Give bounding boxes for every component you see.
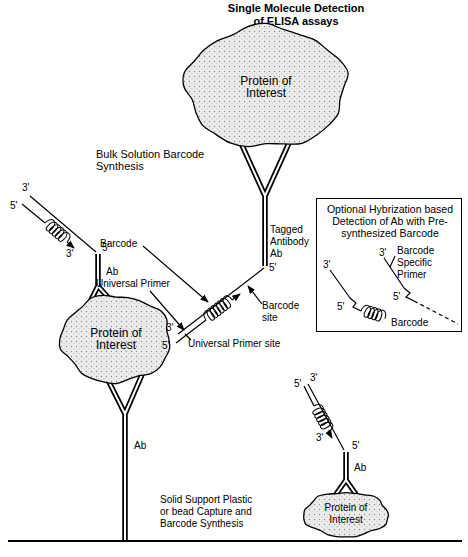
protein-outline [183, 23, 348, 146]
annotation-label: Tagged Antibody Ab [270, 224, 316, 260]
strand-end-label: 3' [316, 432, 330, 444]
protein-blob: Protein of Interest [298, 488, 394, 541]
strand-end-label: 3' [22, 182, 36, 194]
node-text: Protein of Interest [76, 327, 156, 351]
strand-end-label: 5' [162, 340, 176, 352]
solid-support-line [8, 540, 462, 542]
node-text: Optional Hybrization based Detection of … [321, 203, 459, 239]
antibody-outline [104, 370, 144, 540]
barcode-coil [201, 294, 235, 324]
antibody-inner [104, 370, 144, 540]
strand-end-label: 3' [310, 372, 324, 384]
strand-end-label: 3' [166, 322, 180, 334]
node-text: Protein of Interest [226, 75, 306, 99]
extension-arrow [67, 242, 74, 248]
section-label: Bulk Solution Barcode Synthesis [96, 148, 214, 172]
annotation-label: Universal Primer [96, 278, 186, 290]
node-text: 3' [323, 259, 337, 271]
node-text: 5' [393, 291, 407, 303]
protein-blob: Protein of Interest [55, 290, 177, 388]
primer-strand [22, 204, 45, 223]
leader-arrow [248, 286, 262, 304]
node-text: 5' [337, 301, 351, 313]
strand-end-label: 5' [102, 242, 116, 254]
antibody-label: Ab [106, 266, 126, 278]
coil-path [42, 217, 72, 245]
primer-strand [304, 386, 314, 406]
strand-end-label: 5' [352, 440, 366, 452]
linker-zigzag [404, 288, 414, 301]
template-strand [330, 270, 350, 298]
strand-end-label: 5' [269, 262, 283, 274]
barcode-coil [360, 304, 388, 323]
antibody-left-lower [104, 370, 144, 540]
linker-zigzag [350, 298, 361, 311]
coil-path [201, 294, 235, 324]
coil-path [360, 304, 388, 323]
strand-end-label: 5' [10, 200, 24, 212]
antibody-label: Ab [354, 462, 374, 474]
template-strand [178, 268, 264, 334]
node-text: Barcode [391, 317, 441, 329]
section-label: Solid Support Plastic or bead Capture an… [160, 494, 255, 530]
extension-arrow [328, 431, 332, 438]
extension-arrow [232, 294, 240, 300]
template-strand [30, 196, 96, 252]
inset-box: Optional Hybrization based Detection of … [316, 198, 462, 332]
barcode-coil [42, 217, 72, 245]
protein-outline [304, 493, 389, 537]
annotation-label: Universal Primer site [188, 338, 298, 350]
template-strand [308, 384, 344, 450]
node-text: Protein of Interest [311, 502, 381, 526]
annotation-label: Barcode site [262, 300, 312, 324]
strand-end-label: 3' [66, 248, 80, 260]
leader-line [390, 256, 395, 267]
protein-outline [59, 295, 169, 383]
barcode-coil [310, 402, 334, 433]
node-text: Barcode Specific Primer [397, 245, 459, 281]
protein-blob: Protein of Interest [178, 20, 354, 154]
antibody-label: Ab [134, 440, 154, 452]
coil-path [310, 402, 334, 433]
node-text: 3' [379, 247, 393, 259]
strand-end-label: 5' [294, 378, 308, 390]
figure-title: Single Molecule Detection of ELISA assay… [226, 2, 366, 28]
